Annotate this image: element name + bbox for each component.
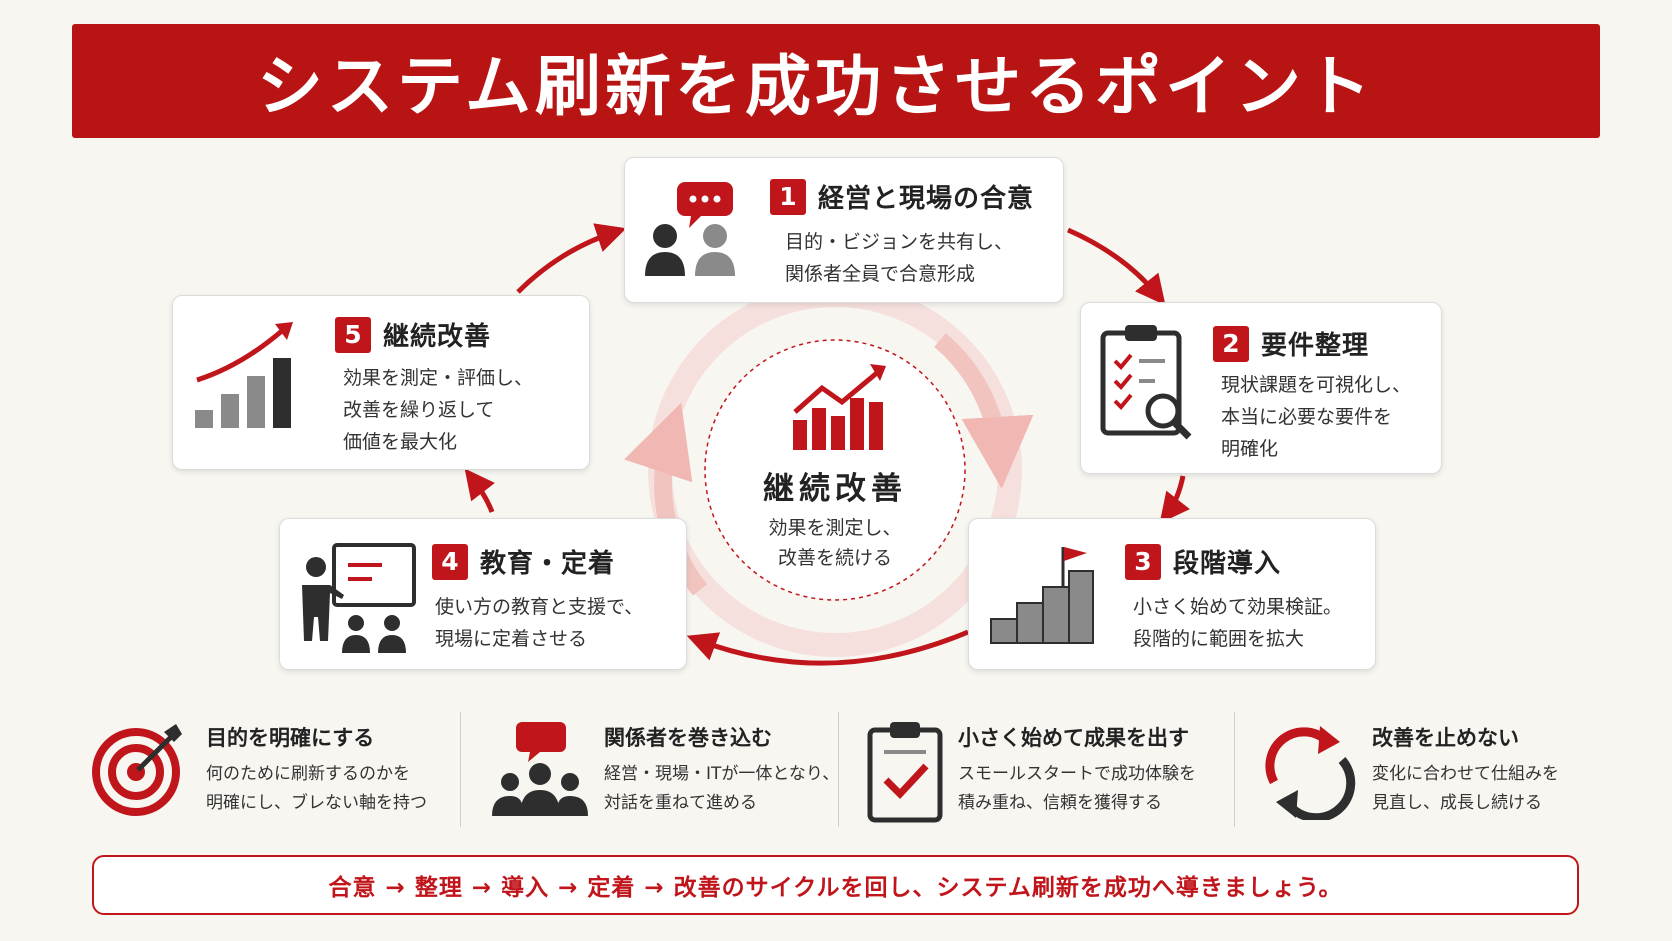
step-card-3: 3 段階導入 小さく始めて効果検証。 段階的に範囲を拡大	[968, 518, 1376, 670]
point-title: 小さく始めて成果を出す	[958, 726, 1189, 750]
people-icon	[645, 224, 735, 276]
key-point-4: 改善を止めない 変化に合わせて仕組みを 見直し、成長し続ける	[1260, 712, 1600, 827]
point-title: 改善を止めない	[1372, 726, 1519, 750]
arrow-1-to-2	[1066, 227, 1166, 306]
step-number: 5	[335, 316, 371, 353]
step-title: 段階導入	[1173, 549, 1282, 579]
page-title: システム刷新を成功させるポイント	[256, 47, 1376, 125]
teacher-board-icon	[302, 543, 416, 653]
clipboard-check-icon	[867, 722, 943, 823]
step-title: 継続改善	[383, 322, 492, 352]
point-description: スモールスタートで成功体験を 積み重ね、信頼を獲得する	[958, 764, 1196, 813]
divider	[838, 712, 839, 827]
clipboard-search-icon	[1100, 325, 1192, 440]
point-description: 経営・現場・ITが一体となり、 対話を重ねて進める	[604, 764, 840, 813]
step-description: 小さく始めて効果検証。 段階的に範囲を拡大	[1133, 596, 1343, 650]
title-banner: システム刷新を成功させるポイント	[72, 24, 1600, 138]
chat-people-icon	[645, 182, 735, 276]
point-title: 目的を明確にする	[206, 726, 375, 750]
step-card-2: 2 要件整理 現状課題を可視化し、 本当に必要な要件を 明確化	[1080, 302, 1442, 474]
inner-dashed-circle	[704, 339, 966, 601]
step-number: 3	[1125, 543, 1161, 580]
pale-arrow-left	[624, 402, 708, 596]
step-number: 2	[1213, 325, 1249, 362]
pale-arrow-right	[934, 333, 1034, 489]
stairs-flag-icon	[990, 547, 1094, 644]
step-number: 4	[432, 543, 468, 580]
growth-bars-icon	[195, 322, 293, 428]
step-card-4: 4 教育・定着 使い方の教育と支援で、 現場に定着させる	[279, 518, 687, 670]
arrow-5-to-1	[516, 223, 627, 294]
step-description: 目的・ビジョンを共有し、 関係者全員で合意形成	[785, 231, 1014, 285]
arrow-2-to-3	[1159, 475, 1190, 524]
point-title: 関係者を巻き込む	[604, 726, 772, 750]
cycle-arrows-icon	[1265, 726, 1356, 820]
divider	[1234, 712, 1235, 827]
key-point-2: 関係者を巻き込む 経営・現場・ITが一体となり、 対話を重ねて進める	[490, 712, 840, 827]
point-description: 変化に合わせて仕組みを 見直し、成長し続ける	[1372, 764, 1559, 813]
step-title: 経営と現場の合意	[818, 184, 1035, 214]
step-description: 使い方の教育と支援で、 現場に定着させる	[435, 596, 644, 650]
target-icon	[92, 724, 182, 816]
step-title: 要件整理	[1261, 331, 1370, 361]
step-card-5: 5 継続改善 効果を測定・評価し、 改善を繰り返して 価値を最大化	[172, 295, 590, 470]
summary-text: 合意 → 整理 → 導入 → 定着 → 改善のサイクルを回し、システム刷新を成功…	[328, 875, 1343, 901]
step-card-1: 1 経営と現場の合意 目的・ビジョンを共有し、 関係者全員で合意形成	[624, 157, 1064, 303]
key-point-1: 目的を明確にする 何のために刷新するのかを 明確にし、ブレない軸を持つ	[92, 712, 452, 827]
arrow-3-to-4	[686, 629, 969, 666]
arrow-4-to-5	[464, 468, 495, 513]
point-description: 何のために刷新するのかを 明確にし、ブレない軸を持つ	[206, 764, 427, 813]
step-description: 現状課題を可視化し、 本当に必要な要件を 明確化	[1221, 374, 1412, 460]
divider	[460, 712, 461, 827]
step-title: 教育・定着	[480, 549, 616, 579]
key-point-3: 小さく始めて成果を出す スモールスタートで成功体験を 積み重ね、信頼を獲得する	[866, 712, 1222, 827]
center-title: 継続改善	[763, 471, 907, 507]
step-number: 1	[770, 178, 806, 215]
center-growth-icon	[793, 364, 886, 450]
step-description: 効果を測定・評価し、 改善を繰り返して 価値を最大化	[343, 367, 534, 453]
summary-box: 合意 → 整理 → 導入 → 定着 → 改善のサイクルを回し、システム刷新を成功…	[92, 855, 1579, 915]
team-chat-icon	[492, 722, 588, 816]
center-description: 効果を測定し、 改善を続ける	[768, 517, 902, 569]
